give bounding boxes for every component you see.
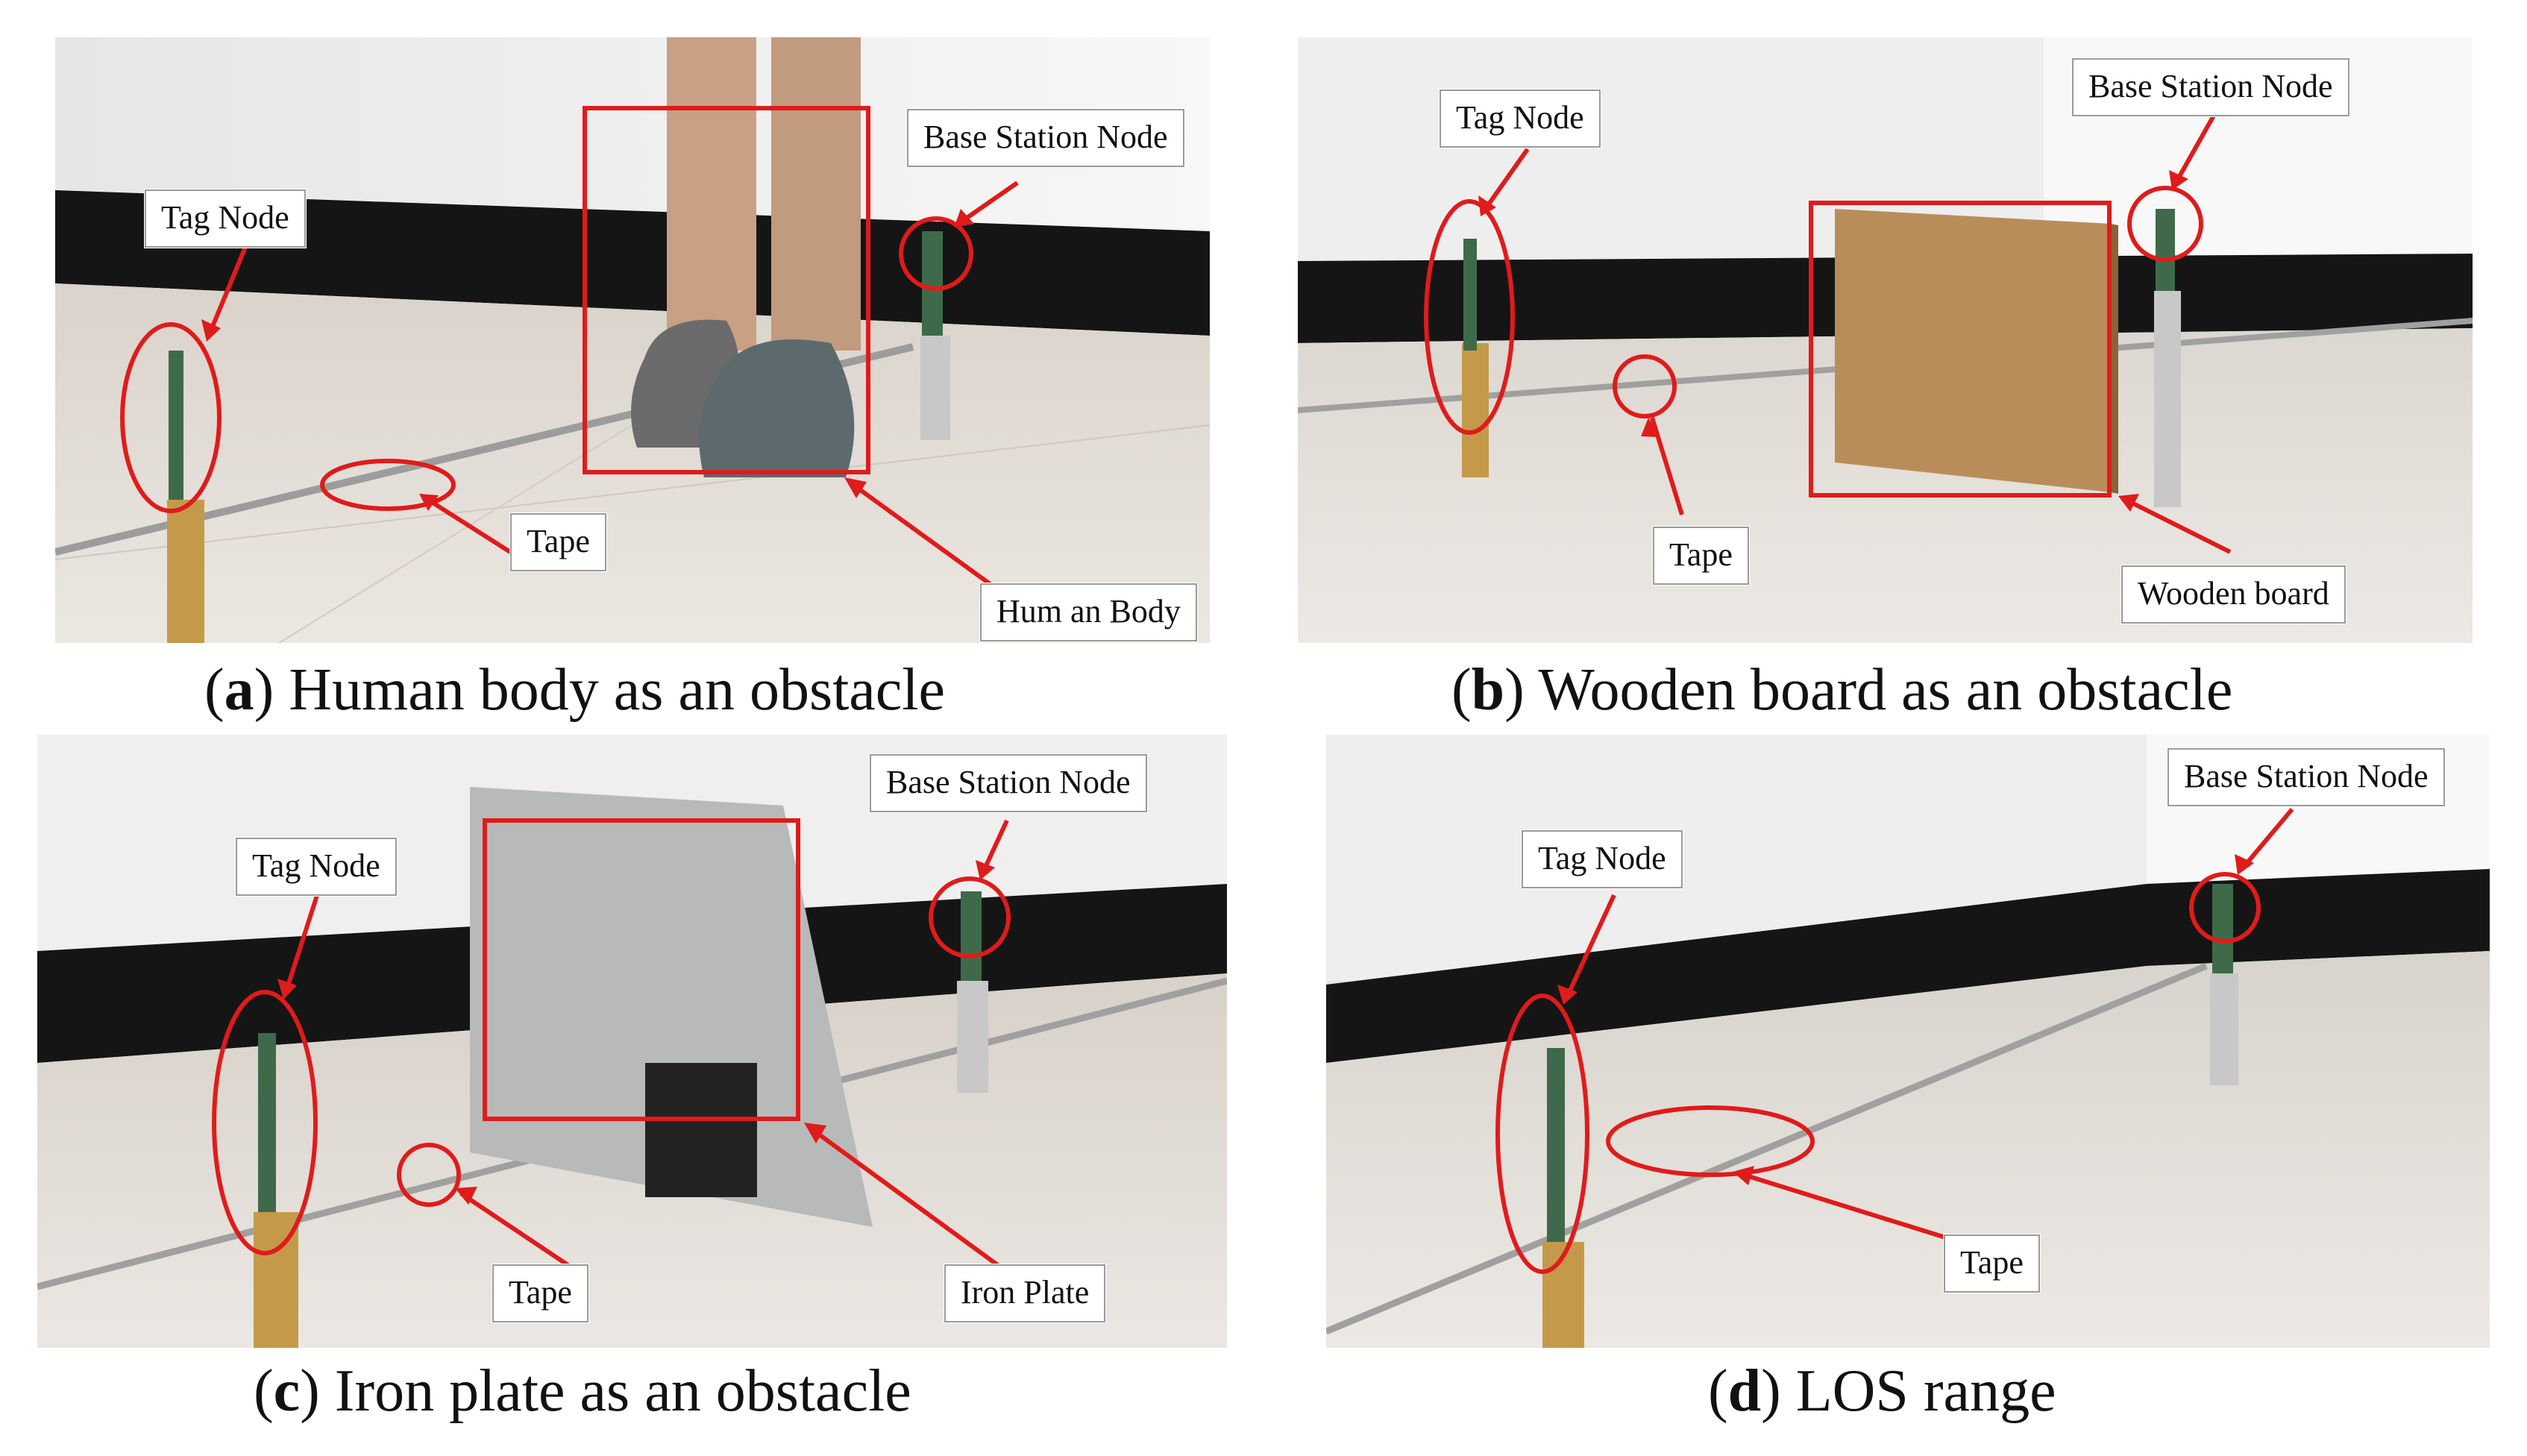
- silver-stand: [957, 981, 988, 1093]
- base-node-board: [922, 231, 943, 336]
- human-leg: [771, 37, 861, 351]
- silver-stand: [2210, 973, 2238, 1085]
- photo-scene-a: [55, 37, 1210, 643]
- photo-panel-b: Tag Node Base Station Node Tape Wooden b…: [1298, 37, 2473, 643]
- obstacle-box: [1809, 201, 2112, 498]
- tape-circle: [397, 1143, 461, 1207]
- base-station-label: Base Station Node: [2072, 58, 2349, 116]
- photo-scene-c: [37, 735, 1227, 1348]
- silver-stand: [2154, 291, 2181, 507]
- tape-label: Tape: [1944, 1234, 2040, 1293]
- baseboard: [55, 190, 1210, 336]
- caption-c: (c) Iron plate as an obstacle: [254, 1358, 911, 1424]
- tag-node-circle: [1495, 994, 1589, 1274]
- obstacle-label: Hum an Body: [980, 583, 1197, 641]
- base-node-board: [2212, 884, 2233, 973]
- measuring-tape: [1326, 962, 2208, 1335]
- caption-b: (b) Wooden board as an obstacle: [1451, 657, 2233, 723]
- obstacle-box: [583, 106, 870, 474]
- base-node-circle: [899, 216, 973, 291]
- tape-circle: [320, 459, 456, 511]
- tag-node-board: [1547, 1048, 1565, 1242]
- obstacle-box: [483, 818, 800, 1121]
- tape-label: Tape: [1653, 527, 1749, 585]
- base-node-circle: [929, 876, 1011, 958]
- tape-circle: [1613, 354, 1677, 418]
- base-station-label: Base Station Node: [870, 754, 1147, 812]
- tape-label: Tape: [492, 1264, 588, 1322]
- silver-stand: [920, 336, 950, 440]
- caption-d: (d) LOS range: [1708, 1358, 2056, 1424]
- caption-a: (a) Human body as an obstacle: [204, 657, 946, 723]
- tag-node-circle: [1424, 199, 1515, 435]
- obstacle-label: Wooden board: [2121, 565, 2346, 624]
- tape-circle: [1606, 1105, 1815, 1177]
- photo-panel-a: Tag Node Base Station Node Tape Hum an B…: [55, 37, 1210, 643]
- tape-label: Tape: [510, 513, 606, 571]
- tag-node-label: Tag Node: [145, 189, 306, 248]
- obstacle-label: Iron Plate: [944, 1264, 1106, 1322]
- tag-node-circle: [212, 990, 318, 1255]
- tag-node-board: [258, 1033, 276, 1212]
- photo-panel-d: Tag Node Base Station Node Tape: [1326, 735, 2490, 1348]
- shoe: [699, 339, 855, 477]
- base-node-board: [2156, 209, 2175, 291]
- photo-scene-d: [1326, 735, 2490, 1348]
- tag-node-label: Tag Node: [236, 838, 397, 896]
- iron-plate-mount: [645, 1063, 757, 1197]
- tag-node-circle: [120, 322, 222, 513]
- brass-stand: [1462, 343, 1489, 477]
- base-station-label: Base Station Node: [2167, 748, 2445, 806]
- annotation-layer: [1424, 114, 2232, 554]
- base-station-label: Base Station Node: [907, 109, 1184, 167]
- base-node-board: [961, 891, 982, 981]
- human-leg: [667, 37, 756, 351]
- annotation-layer: [1495, 808, 2294, 1274]
- tag-node-board: [1463, 239, 1477, 351]
- base-node-circle: [2189, 872, 2261, 944]
- floor: [1326, 951, 2490, 1348]
- photo-panel-c: Tag Node Base Station Node Tape Iron Pla…: [37, 735, 1227, 1348]
- brass-stand: [167, 500, 204, 643]
- tag-node-board: [169, 351, 183, 500]
- tag-node-label: Tag Node: [1440, 90, 1601, 148]
- wooden-board: [1835, 209, 2111, 492]
- baseboard: [1326, 869, 2490, 1063]
- tag-node-label: Tag Node: [1522, 830, 1683, 888]
- base-node-circle: [2127, 186, 2203, 262]
- annotation-layer: [212, 818, 1011, 1274]
